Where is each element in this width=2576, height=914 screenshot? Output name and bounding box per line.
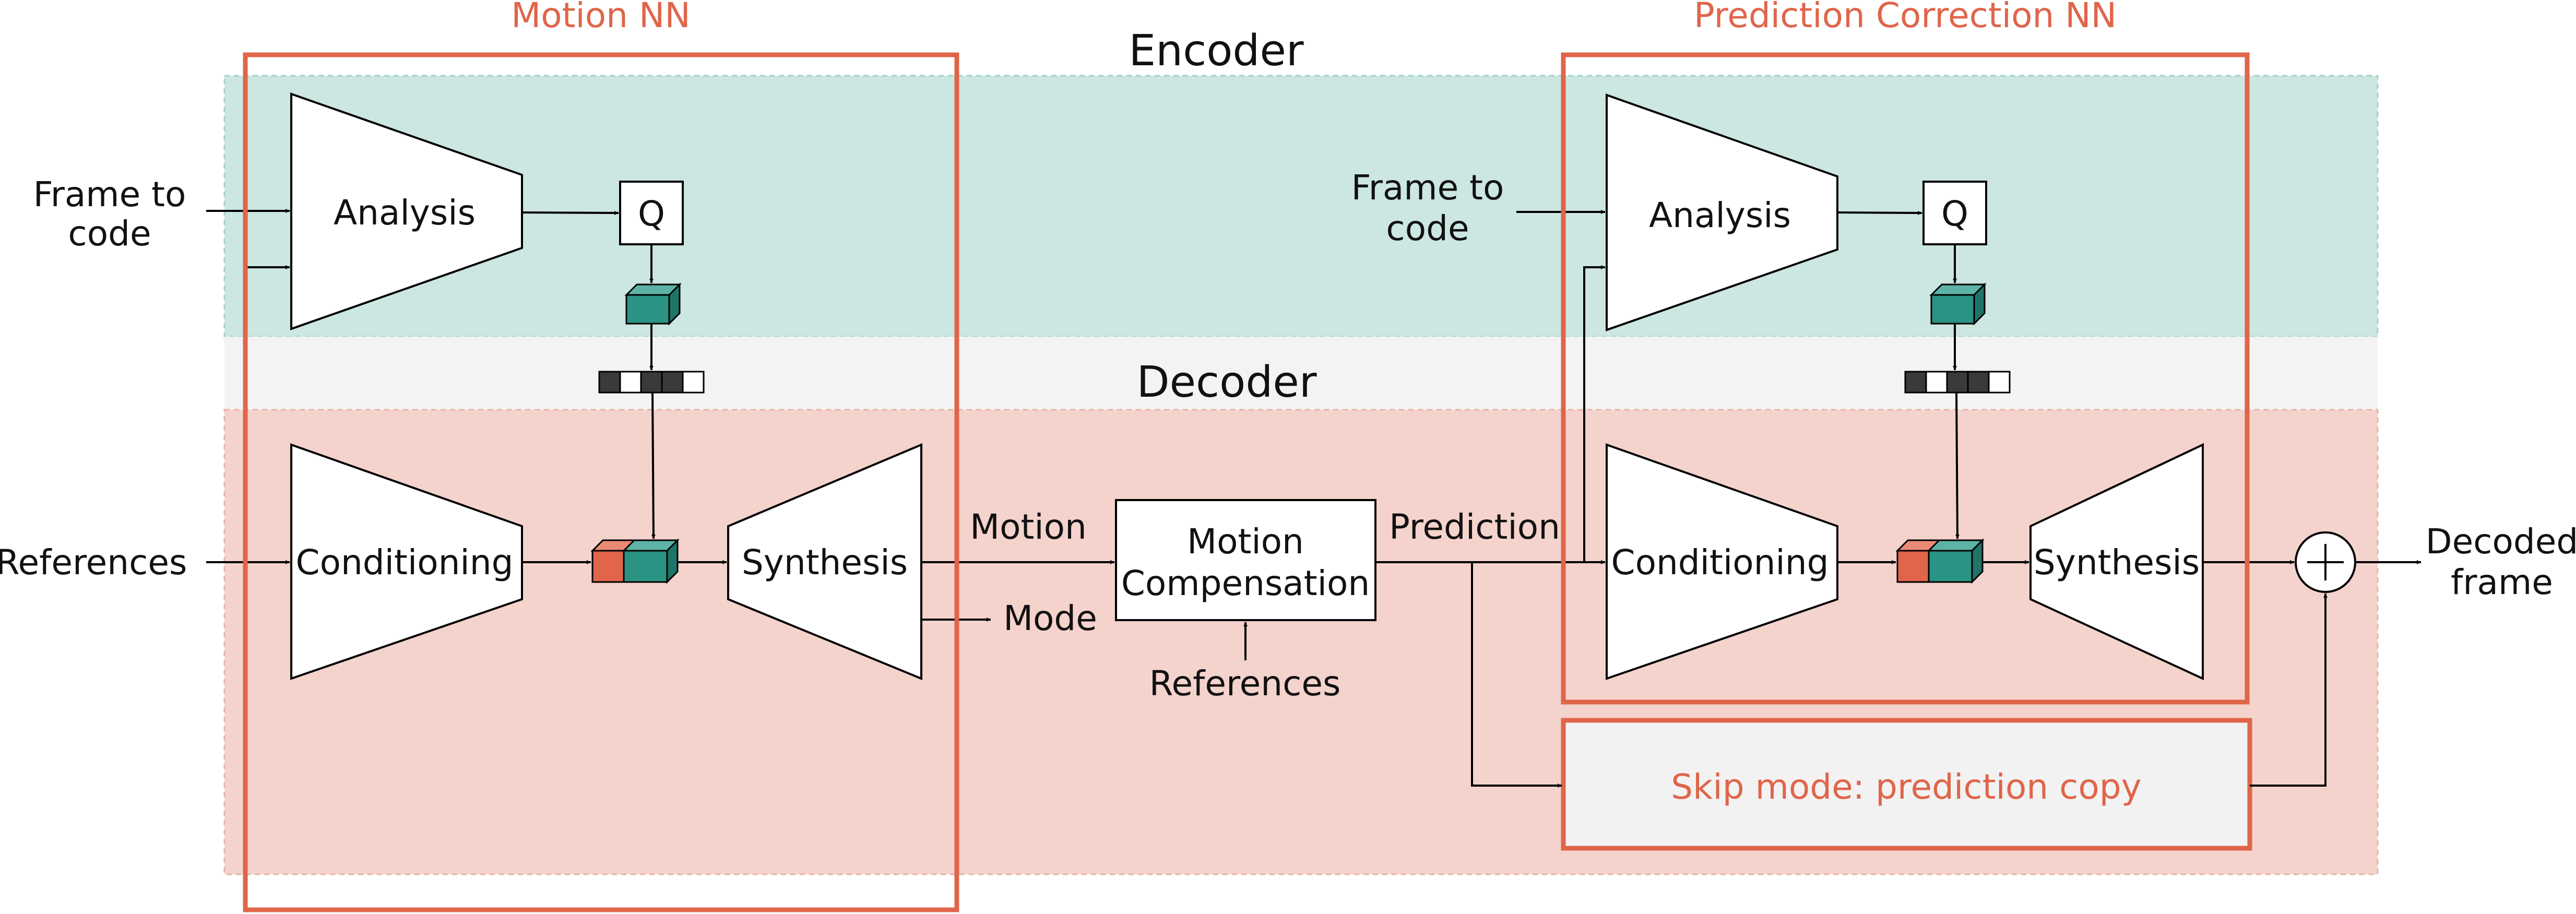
plus-circle-icon	[2295, 531, 2356, 593]
prediction-correction-nn-box	[1561, 52, 2250, 705]
quantizer-label-left: Q	[638, 194, 665, 234]
synthesis-block-right	[2029, 443, 2204, 681]
decoder-title: Decoder	[1136, 358, 1316, 407]
conditioning-label-left: Conditioning	[295, 542, 513, 583]
frame-to-code-label-left-2: code	[68, 213, 151, 254]
analysis-block-left	[290, 92, 523, 330]
decoded-frame-label-2: frame	[2451, 562, 2553, 602]
latent-concat-icon	[1895, 538, 1985, 584]
latent-concat-icon	[590, 538, 680, 584]
conditioning-block-left	[290, 443, 523, 680]
motion-compensation-block	[1115, 499, 1376, 621]
latent-cube-icon	[624, 282, 682, 326]
bitstream-icon	[1904, 371, 2011, 394]
motion-nn-box	[243, 52, 959, 912]
skip-mode-label: Skip mode: prediction copy	[1671, 767, 2141, 807]
motion-compensation-label-2: Compensation	[1121, 563, 1370, 603]
skip-mode-box	[1561, 718, 2252, 851]
analysis-label-left: Analysis	[334, 193, 476, 233]
conditioning-block-right	[1606, 443, 1838, 680]
motion-nn-title: Motion NN	[511, 0, 690, 35]
quantizer-left	[619, 181, 684, 245]
encoder-region	[223, 75, 2379, 338]
references-label-middle: References	[1149, 663, 1341, 704]
bitstream-icon	[598, 371, 705, 394]
analysis-block-right	[1606, 93, 1838, 331]
synthesis-label-right: Synthesis	[2034, 542, 2200, 583]
quantizer-label-right: Q	[1941, 194, 1968, 234]
prediction-signal-label: Prediction	[1389, 507, 1560, 547]
middle-band	[224, 337, 2378, 410]
analysis-label-right: Analysis	[1649, 195, 1791, 235]
encoder-title: Encoder	[1129, 26, 1304, 76]
mode-signal-label: Mode	[1003, 598, 1097, 638]
synthesis-label-left: Synthesis	[742, 542, 908, 583]
decoded-frame-label: Decoded	[2426, 521, 2576, 562]
conditioning-label-right: Conditioning	[1611, 542, 1829, 583]
frame-to-code-label-right: Frame to	[1351, 168, 1504, 208]
motion-signal-label: Motion	[970, 507, 1087, 547]
frame-to-code-label-left: Frame to	[33, 174, 186, 215]
synthesis-block-left	[727, 443, 922, 680]
references-label-left: References	[0, 542, 187, 583]
motion-compensation-label: Motion	[1187, 521, 1304, 562]
latent-cube-icon	[1929, 282, 1987, 326]
frame-to-code-label-right-2: code	[1386, 208, 1469, 248]
prediction-correction-nn-title: Prediction Correction NN	[1694, 0, 2117, 35]
